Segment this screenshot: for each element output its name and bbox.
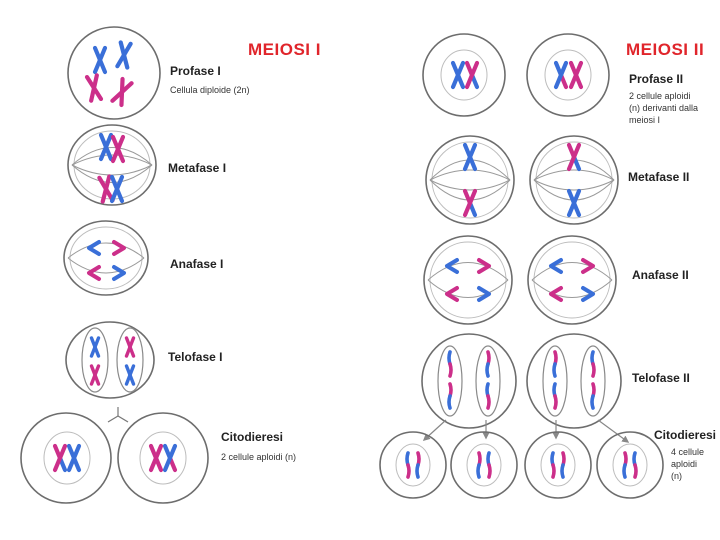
chromosome — [569, 145, 579, 169]
chromatid — [592, 352, 594, 376]
citodieresi-2-note: 4 cellule aploidi (n) — [671, 446, 704, 482]
citodieresi-1-note: 2 cellule aploidi (n) — [221, 451, 296, 463]
chromosome — [556, 63, 566, 87]
note-line: meiosi I — [629, 114, 698, 126]
citodieresi-2-cell-3 — [525, 432, 591, 498]
chromosome — [95, 48, 105, 72]
chromosome — [92, 366, 99, 384]
note-line: (n) — [671, 470, 704, 482]
chromosome — [465, 191, 475, 215]
chromatid — [634, 453, 636, 477]
metafase-2-label: Metafase II — [628, 170, 689, 184]
chromatid — [583, 288, 593, 300]
chromosome — [165, 446, 175, 470]
division-connector — [108, 407, 128, 422]
chromosome — [92, 338, 99, 356]
chromatid — [479, 288, 489, 300]
chromatid — [551, 288, 561, 300]
note-line: 2 cellule aploidi — [629, 90, 698, 102]
citodieresi-2-label: Citodieresi — [654, 428, 716, 442]
citodieresi-2-cell-1 — [380, 432, 446, 498]
anafase-1-label: Anafase I — [170, 257, 223, 271]
chromatid — [554, 352, 556, 376]
chromosome — [112, 79, 131, 105]
chromatid — [417, 453, 419, 477]
chromosome — [127, 366, 134, 384]
chromosome — [571, 63, 581, 87]
chromosome — [127, 338, 134, 356]
citodieresi-2-cell-2 — [451, 432, 517, 498]
anafase-2-label: Anafase II — [632, 268, 689, 282]
chromatid — [554, 384, 556, 408]
citodieresi-1-label: Citodieresi — [221, 430, 283, 444]
anafase-2-cell-right — [528, 236, 616, 324]
profase-1-note: Cellula diploide (2n) — [170, 84, 250, 96]
chromosome — [69, 446, 79, 470]
telofase-2-cell-right — [527, 334, 621, 428]
meiosis-2-title: MEIOSI II — [626, 40, 704, 60]
chromatid — [447, 260, 457, 272]
chromosome — [87, 75, 101, 100]
anafase-1-cell — [64, 221, 148, 295]
telofase-2-cell-left — [422, 334, 516, 428]
chromosome — [453, 63, 463, 87]
profase-2-note: 2 cellule aploidi (n) derivanti dalla me… — [629, 90, 698, 126]
chromatid — [488, 453, 490, 477]
note-line: aploidi — [671, 458, 704, 470]
citodieresi-1-cell-right — [118, 413, 208, 503]
chromosome — [465, 145, 475, 169]
metafase-2-cell-right — [530, 136, 618, 224]
note-line: 4 cellule — [671, 446, 704, 458]
note-line: (n) derivanti dalla — [629, 102, 698, 114]
chromatid — [487, 352, 489, 376]
telofase-1-cell — [66, 322, 154, 398]
chromosome — [151, 446, 161, 470]
division-arrows — [424, 420, 628, 442]
chromatid — [551, 260, 561, 272]
chromosome — [55, 446, 65, 470]
chromatid — [592, 384, 594, 408]
chromatid — [562, 453, 564, 477]
profase-1-cell — [68, 27, 160, 119]
chromatid — [487, 384, 489, 408]
profase-2-cell-left — [423, 34, 505, 116]
profase-2-label: Profase II — [629, 72, 683, 86]
chromosome — [112, 177, 122, 201]
profase-1-label: Profase I — [170, 64, 221, 78]
chromatid — [449, 352, 451, 376]
chromatid — [89, 242, 99, 254]
telofase-2-label: Telofase II — [632, 371, 690, 385]
chromatid — [447, 288, 457, 300]
metafase-1-label: Metafase I — [168, 161, 226, 175]
chromatid — [449, 384, 451, 408]
chromatid — [479, 260, 489, 272]
chromatid — [583, 260, 593, 272]
chromosome — [117, 42, 130, 67]
chromosome — [569, 191, 579, 215]
telofase-1-label: Telofase I — [168, 350, 222, 364]
chromatid — [114, 242, 124, 254]
metafase-1-cell — [68, 125, 156, 205]
chromatid — [407, 453, 409, 477]
meiosis-1-title: MEIOSI I — [248, 40, 321, 60]
chromatid — [114, 267, 124, 279]
chromatid — [89, 267, 99, 279]
chromosome — [467, 63, 477, 87]
metafase-2-cell-left — [426, 136, 514, 224]
anafase-2-cell-left — [424, 236, 512, 324]
chromatid — [478, 453, 480, 477]
profase-2-cell-right — [527, 34, 609, 116]
citodieresi-1-cell-left — [21, 413, 111, 503]
chromatid — [552, 453, 554, 477]
chromatid — [624, 453, 626, 477]
